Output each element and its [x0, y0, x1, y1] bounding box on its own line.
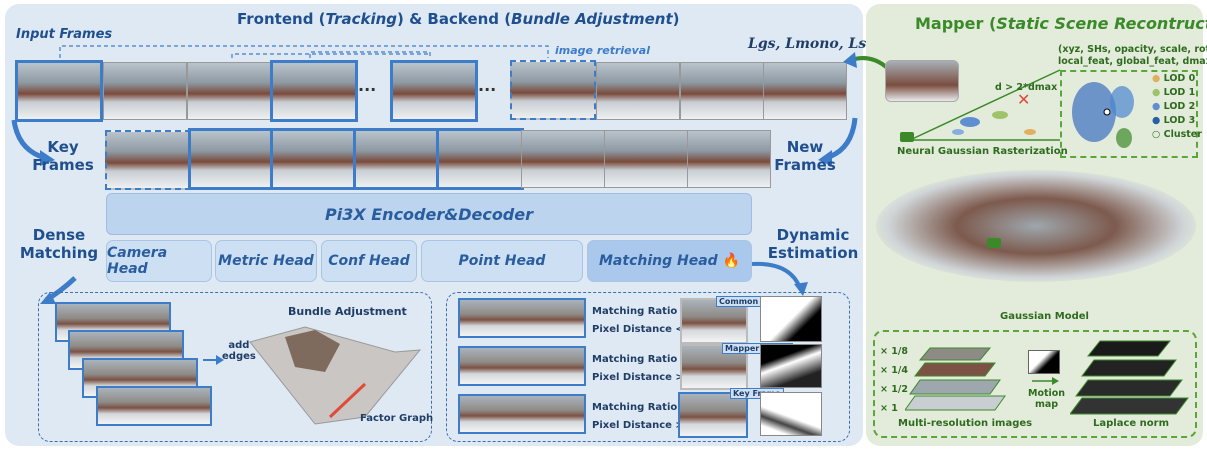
key-frame [105, 130, 191, 190]
pixel-distance-text: Pixel Distance > τm [592, 420, 705, 431]
image-retrieval-label: image retrieval [555, 44, 650, 57]
lod-1-label: LOD 1 [1163, 87, 1196, 98]
retrieved-frame [510, 60, 596, 120]
scale-label: × 1/2 [880, 384, 908, 395]
match-pair-image [458, 346, 586, 386]
match-pair-image [458, 394, 586, 434]
input-frame [596, 62, 680, 120]
motion-mask [760, 296, 822, 342]
rendered-view [885, 60, 959, 102]
scale-label: × 1/8 [880, 346, 908, 357]
camera-icon [987, 238, 1001, 248]
matching-ratio-text: Matching Ratio < τk [592, 306, 706, 317]
bundle-adjustment-label: Bundle Adjustment [288, 305, 407, 318]
input-frame [187, 62, 271, 120]
motion-arrow [1032, 377, 1059, 385]
encoder-decoder-bar: Pi3X Encoder&Decoder [106, 193, 752, 235]
key-frames-label: Key Frames [32, 138, 94, 174]
svg-text:✕: ✕ [1017, 90, 1030, 109]
gaussian-attributes: (xyz, SHs, opacity, scale, rotation, loc… [1058, 44, 1207, 67]
ellipsis: ··· [358, 80, 377, 99]
loss-label: Lgs, Lmono, Lscale [748, 36, 899, 52]
motion-map-image [1028, 350, 1060, 374]
multi-res-box [873, 330, 1197, 438]
match-image [96, 386, 212, 426]
input-frame [390, 60, 478, 122]
point-head: Point Head [421, 240, 583, 282]
gaussian-model-label: Gaussian Model [1000, 311, 1089, 322]
input-frames-label: Input Frames [16, 27, 113, 42]
pixel-distance-text: Pixel Distance < τm [592, 324, 705, 335]
dmax-condition: d > 2*dmax [995, 82, 1058, 93]
camera-head: Camera Head [106, 240, 212, 282]
lod-3-label: LOD 3 [1163, 115, 1196, 126]
laplace-label: Laplace norm [1093, 418, 1169, 429]
point-cloud [249, 326, 422, 425]
pixel-distance-text: Pixel Distance > τm [592, 372, 705, 383]
ellipsis: ··· [478, 80, 497, 99]
scale-label: × 1/4 [880, 365, 908, 376]
input-frame [270, 60, 358, 122]
conf-head: Conf Head [321, 240, 417, 282]
lod-0-label: LOD 0 [1163, 73, 1196, 84]
factor-graph-label: Factor Graph [360, 413, 434, 424]
frame-image [680, 344, 748, 390]
dynamic-estimation-box [446, 292, 850, 442]
input-frame [103, 62, 187, 120]
matching-head: Matching Head 🔥 [587, 240, 752, 282]
laplace-pyramid [1070, 340, 1189, 415]
motion-mask [760, 392, 822, 436]
scale-label: × 1 [880, 403, 898, 414]
fire-icon: 🔥 [722, 253, 740, 269]
input-frame [763, 62, 847, 120]
gaussian-model-scene [876, 170, 1196, 282]
frontend-title: Frontend (Tracking) & Backend (Bundle Ad… [237, 10, 680, 28]
motion-map-label: Motion map [1028, 388, 1066, 410]
match-pair-image [458, 298, 586, 338]
dynamic-estimation-label: Dynamic Estimation [767, 226, 859, 262]
matching-ratio-text: Matching Ratio > τk [592, 402, 706, 413]
key-frame [436, 128, 524, 190]
cluster-label: Cluster [1163, 129, 1202, 140]
rasterization-rays: ✕ [900, 69, 1061, 142]
frame-image [678, 392, 748, 438]
key-frame [353, 128, 441, 190]
dense-matching-label: Dense Matching [19, 226, 99, 262]
mapper-title: Mapper (Static Scene Recontruction) [915, 14, 1207, 33]
lod-2-label: LOD 2 [1163, 101, 1196, 112]
new-frame [687, 130, 771, 188]
scale-labels: × 1/8 × 1/4 × 1/2 × 1 [880, 342, 908, 418]
dense-matching-box [38, 292, 432, 442]
add-edges-label: add edges [222, 340, 256, 362]
new-frame [604, 130, 688, 188]
input-frame [15, 60, 103, 122]
pyramid-images [905, 347, 1006, 411]
lod-box [1060, 70, 1198, 158]
motion-mask [760, 344, 822, 388]
input-frame [680, 62, 764, 120]
new-frames-label: New Frames [774, 138, 836, 174]
multi-res-label: Multi-resolution images [898, 418, 1033, 429]
lod-ellipses [1072, 82, 1134, 148]
matching-ratio-text: Matching Ratio < τk [592, 354, 706, 365]
key-frame [188, 128, 276, 190]
rasterization-label: Neural Gaussian Rasterization [897, 146, 1068, 157]
lod-legend: ● LOD 0 ● LOD 1 ● LOD 2 ● LOD 3 ○ Cluste… [1152, 73, 1202, 140]
metric-head: Metric Head [215, 240, 317, 282]
key-frame [270, 128, 358, 190]
new-frame [521, 130, 605, 188]
